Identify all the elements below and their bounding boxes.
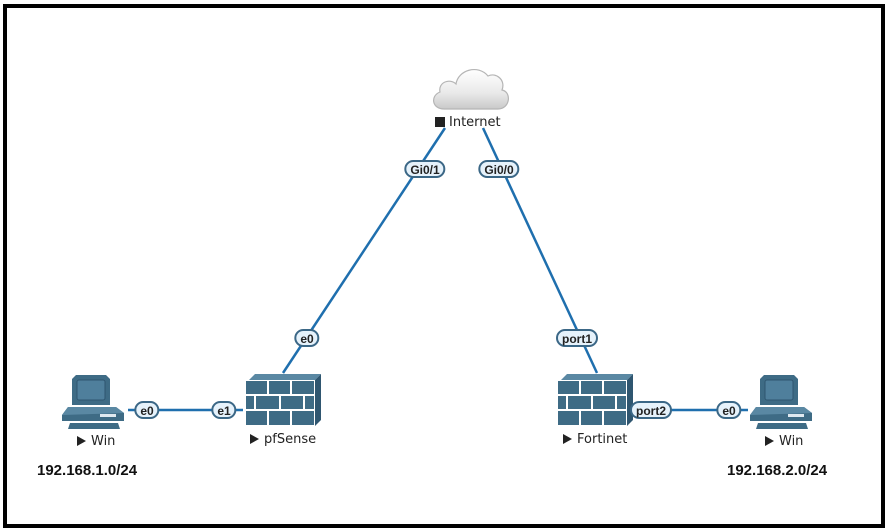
interface-fortinet-port2[interactable]: port2 <box>630 401 672 419</box>
node-fortinet-label[interactable]: Fortinet <box>563 432 627 447</box>
pc-icon[interactable] <box>62 375 124 429</box>
interface-win-left-e0[interactable]: e0 <box>134 401 160 419</box>
pc-icon[interactable] <box>750 375 812 429</box>
node-win-right-label[interactable]: Win <box>765 434 803 449</box>
interface-gi0-0[interactable]: Gi0/0 <box>478 160 520 178</box>
stopped-status-icon <box>435 117 445 127</box>
running-status-icon <box>250 434 259 444</box>
node-name: Win <box>779 434 804 449</box>
interface-pfsense-e1[interactable]: e1 <box>211 401 237 419</box>
interface-pfsense-e0[interactable]: e0 <box>294 329 320 347</box>
firewall-icon[interactable] <box>557 374 633 426</box>
node-pfsense-label[interactable]: pfSense <box>250 432 316 447</box>
node-name: pfSense <box>264 432 317 447</box>
node-internet-label[interactable]: Internet <box>435 115 501 130</box>
running-status-icon <box>77 436 86 446</box>
cloud-icon[interactable] <box>433 68 509 110</box>
interface-win-right-e0[interactable]: e0 <box>716 401 742 419</box>
interface-fortinet-port1[interactable]: port1 <box>556 329 598 347</box>
node-name: Win <box>91 434 116 449</box>
running-status-icon <box>563 434 572 444</box>
firewall-icon[interactable] <box>245 374 321 426</box>
subnet-left-label: 192.168.1.0/24 <box>37 462 138 479</box>
interface-gi0-1[interactable]: Gi0/1 <box>404 160 446 178</box>
subnet-right-label: 192.168.2.0/24 <box>727 462 828 479</box>
node-name: Internet <box>449 115 501 130</box>
node-win-left-label[interactable]: Win <box>77 434 115 449</box>
node-name: Fortinet <box>577 432 628 447</box>
running-status-icon <box>765 436 774 446</box>
